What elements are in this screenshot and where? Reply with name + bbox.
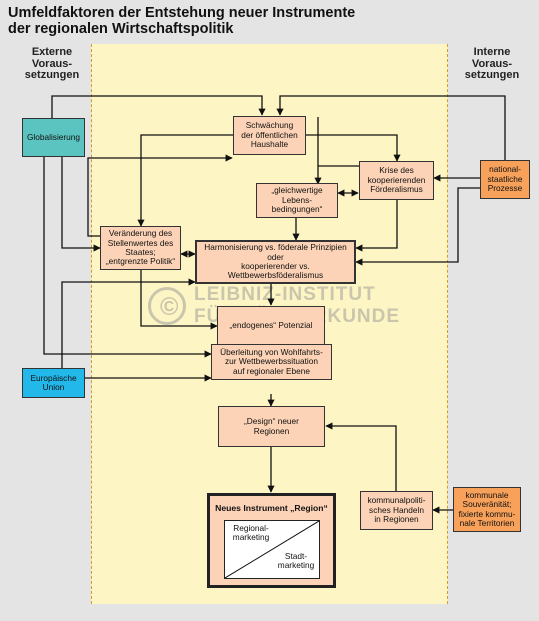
box-kommunale-souveraenitaet: kommunale Souveränität; fixierte kommu- … — [453, 487, 521, 532]
box-neues-instrument-region: Neues Instrument „Region“ Regional- mark… — [207, 493, 336, 588]
box-ueberleitung: Überleitung von Wohlfahrts- zur Wettbewe… — [211, 344, 332, 380]
title-line-1: Umfeldfaktoren der Entstehung neuer Inst… — [8, 5, 356, 21]
box-text: Regionen — [253, 425, 290, 436]
arrow-globalisierung-to-ueberleitung — [43, 157, 212, 358]
internal-prerequisites-heading: Interne Voraus- setzungen — [452, 46, 532, 82]
regionalmarketing-label: Regional- marketing — [229, 523, 273, 543]
box-endogenes-potenzial: „endogenes“ Potenzial — [217, 306, 325, 346]
box-globalisierung: Globalisierung — [22, 118, 85, 157]
inner-text-line: Regional- — [233, 523, 269, 533]
copyright-symbol: © — [160, 293, 179, 321]
internal-heading-line: setzungen — [464, 69, 520, 81]
box-kommunalpolitisches-handeln: kommunalpoliti- sches Handeln in Regione… — [360, 491, 433, 530]
box-text: Globalisierung — [26, 131, 81, 142]
arrow-krise-to-harmonisierung — [355, 200, 398, 252]
box-text: „gleichwertige — [271, 185, 323, 196]
box-text: Wettbewerbsföderalismus — [227, 270, 324, 281]
copyright-circle-icon: © — [148, 287, 186, 325]
arrow-eu-to-harmonisierung — [61, 278, 196, 368]
box-text: Staates; — [125, 247, 156, 257]
arrow-schwaechung-to-krise — [306, 134, 401, 162]
external-heading-line: Voraus- — [31, 57, 73, 70]
box-text: Veränderung des — [108, 228, 173, 239]
box-text: kommunalpoliti- — [367, 495, 426, 506]
arrow-globalisierung-to-schwaechung — [51, 95, 266, 118]
box-text: der öffentlichen — [241, 129, 298, 140]
box-text: Förderalismus — [370, 184, 423, 195]
external-prerequisites-heading: Externe Voraus- setzungen — [14, 46, 90, 82]
box-text: Schwächung — [245, 120, 294, 131]
arrow-globalisierung-to-veraenderung — [61, 157, 101, 252]
arrow-veraenderung-to-schwaechung — [87, 154, 233, 237]
box-text: Harmonisierung vs. föderale Prinzipien — [204, 242, 347, 253]
box-text: kommunale — [465, 489, 509, 500]
box-text: Krise des — [379, 165, 414, 176]
arrow-veraenderung-to-endogenes — [140, 270, 218, 330]
internal-heading-line: Interne — [473, 46, 511, 58]
box-text: Prozesse — [487, 183, 523, 194]
box-text: Überleitung von Wohlfahrts- — [220, 346, 323, 357]
inner-text-line: marketing — [277, 560, 315, 571]
external-heading-line: Externe — [31, 46, 73, 58]
title-line-2: der regionalen Wirtschaftspolitik — [8, 21, 234, 37]
box-text: kooperierender vs. — [241, 261, 310, 271]
box-krise-foerderalismus: Krise des kooperierenden Förderalismus — [359, 161, 434, 200]
box-text: in Regionen — [374, 514, 419, 525]
box-text: bedingungen“ — [271, 204, 323, 215]
box-gleichwertige-lebensbedingungen: „gleichwertige Lebens- bedingungen“ — [256, 183, 338, 218]
box-text: sches Handeln — [369, 504, 424, 515]
box-text: kooperierenden — [367, 174, 426, 185]
box-design-neuer-regionen: „Design“ neuer Regionen — [218, 406, 325, 447]
arrow-national-to-schwaechung — [276, 95, 506, 160]
marketing-split-box: Regional- marketing Stadt- marketing — [224, 520, 320, 579]
diagonal-divider — [225, 521, 319, 578]
box-harmonisierung: Harmonisierung vs. föderale Prinzipien o… — [195, 240, 356, 284]
connector-krise-top — [317, 117, 359, 178]
stadtmarketing-label: Stadt- marketing — [275, 551, 317, 571]
result-title: Neues Instrument „Region“ — [215, 503, 328, 513]
box-text: „Design“ neuer — [244, 416, 299, 427]
box-veraenderung-stellenwert-staat: Veränderung des Stellenwertes des Staate… — [100, 226, 181, 270]
box-text: oder — [267, 251, 284, 262]
box-text: staatliche — [487, 173, 523, 184]
arrow-kommunal-to-design — [325, 422, 397, 491]
box-text: „endogenes“ Potenzial — [229, 320, 313, 331]
arrow-schwaechung-to-veraenderung — [137, 134, 233, 227]
box-text: Haushalte — [250, 139, 289, 150]
watermark-line-1: LEIBNIZ-INSTITUT — [194, 284, 376, 305]
box-text: nale Territorien — [459, 517, 515, 528]
box-text: zur Wettbewerbssituation — [225, 356, 318, 367]
box-text: Europäische — [30, 372, 77, 383]
external-heading-line: setzungen — [24, 69, 80, 81]
box-text: Lebens- — [282, 194, 312, 205]
inner-text-line: marketing — [232, 532, 270, 543]
box-text: fixierte kommu- — [458, 508, 516, 519]
box-text: Union — [42, 382, 65, 392]
internal-heading-line: Voraus- — [471, 57, 513, 70]
box-europaeische-union: Europäische Union — [22, 368, 85, 398]
figure-title: Umfeldfaktoren der Entstehung neuer Inst… — [8, 5, 528, 37]
inner-text-line: Stadt- — [284, 551, 308, 561]
box-nationalstaatliche-prozesse: national- staatliche Prozesse — [480, 160, 530, 199]
box-text: national- — [489, 164, 521, 175]
box-schwaechung-haushalte: Schwächung der öffentlichen Haushalte — [233, 116, 306, 155]
box-text: Stellenwertes des — [107, 237, 174, 248]
box-text: Souveränität; — [462, 499, 512, 510]
box-text: „entgrenzte Politik“ — [105, 256, 176, 267]
box-text: auf regionaler Ebene — [232, 365, 311, 376]
arrow-national-to-harmonisierung — [355, 187, 480, 266]
